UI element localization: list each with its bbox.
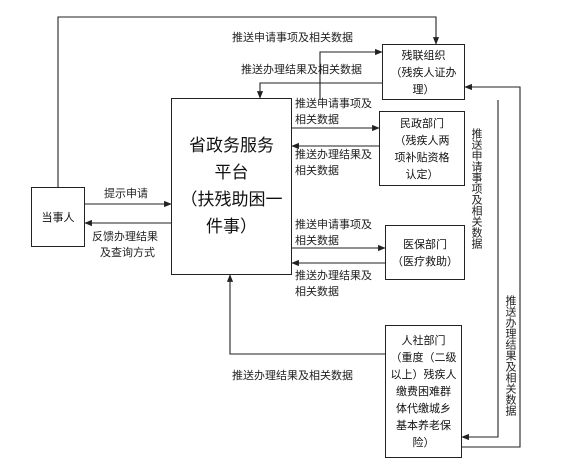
hr-line-5: 体代缴城乡: [396, 402, 451, 415]
federation-line-3: 理）: [412, 82, 435, 96]
hr-line-1: 人社部门: [401, 334, 446, 347]
label-push-app-civil: 推送申请事项及 相关数据: [295, 96, 372, 128]
label-app-med-line-2: 相关数据: [295, 234, 339, 247]
party-label: 当事人: [41, 210, 75, 224]
label-push-res-bottom: 推送办理结果及相关数据: [232, 369, 353, 382]
medical-line-1: 医保部门: [403, 237, 447, 251]
label-push-res-top: 推送办理结果及相关数据: [241, 63, 362, 76]
label-app-civil-line-2: 相关数据: [295, 113, 339, 126]
arrow-res-side: [462, 83, 521, 448]
arrow-res-federation: [256, 82, 382, 99]
disability-federation-node: 残联组织 （残疾人证办 理）: [382, 44, 465, 100]
civil-line-2: （残疾人两: [394, 133, 450, 147]
hr-social-security-node: 人社部门 （重度（二级 以上）残疾人 缴费困难群 体代缴城乡 基本养老保 险）: [385, 325, 462, 458]
label-res-civil-line-1: 推送办理结果及: [295, 148, 372, 161]
arrow-app-federation: [319, 48, 383, 100]
platform-line-3: （扶残助困一: [180, 189, 283, 210]
federation-line-1: 残联组织: [401, 48, 446, 62]
label-push-res-med: 推送办理结果及 相关数据: [295, 268, 372, 300]
hr-line-6: 基本养老保: [396, 419, 451, 432]
civil-line-3: 项补贴资格: [394, 150, 450, 164]
arrow-party-to-federation: [57, 16, 440, 187]
federation-line-2: （残疾人证办: [390, 65, 457, 79]
label-app-civil-line-1: 推送申请事项及: [295, 97, 372, 110]
platform-line-1: 省政务服务: [189, 135, 274, 156]
label-push-app-side: 推送申请事项及相关数据: [470, 128, 483, 249]
label-res-civil-line-2: 相关数据: [295, 164, 339, 177]
label-app-med-line-1: 推送申请事项及: [295, 218, 372, 231]
hr-line-7: 险）: [412, 436, 435, 449]
platform-line-2: 平台: [214, 162, 249, 183]
civil-line-1: 民政部门: [400, 116, 444, 130]
civil-affairs-node: 民政部门 （残疾人两 项补贴资格 认定）: [379, 111, 465, 186]
label-res-med-line-2: 相关数据: [295, 285, 339, 298]
label-push-res-civil: 推送办理结果及 相关数据: [295, 147, 372, 179]
label-submit: 提示申请: [104, 187, 148, 200]
platform-node: 省政务服务 平台 （扶残助困一 件事）: [171, 98, 292, 275]
label-feedback-line-1: 反馈办理结果: [92, 230, 158, 243]
label-feedback: 反馈办理结果 及查询方式: [92, 229, 158, 261]
arrow-res-hr: [226, 274, 385, 355]
party-node: 当事人: [31, 187, 85, 247]
civil-line-4: 认定）: [405, 167, 439, 181]
hr-line-4: 缴费困难群: [396, 385, 451, 398]
hr-line-2: （重度（二级: [390, 351, 457, 364]
label-push-app-med: 推送申请事项及 相关数据: [295, 217, 372, 249]
arrow-app-side: [461, 100, 499, 441]
label-feedback-line-2: 及查询方式: [100, 246, 155, 259]
medical-security-node: 医保部门 （医疗救助）: [385, 225, 465, 280]
medical-line-2: （医疗救助）: [392, 254, 458, 268]
label-push-res-side: 推送办理结果及相关数据: [504, 295, 517, 416]
label-res-med-line-1: 推送办理结果及: [295, 269, 372, 282]
label-push-app-top: 推送申请事项及相关数据: [232, 31, 353, 44]
hr-line-3: 以上）残疾人: [390, 368, 457, 381]
platform-line-4: 件事）: [206, 216, 257, 237]
